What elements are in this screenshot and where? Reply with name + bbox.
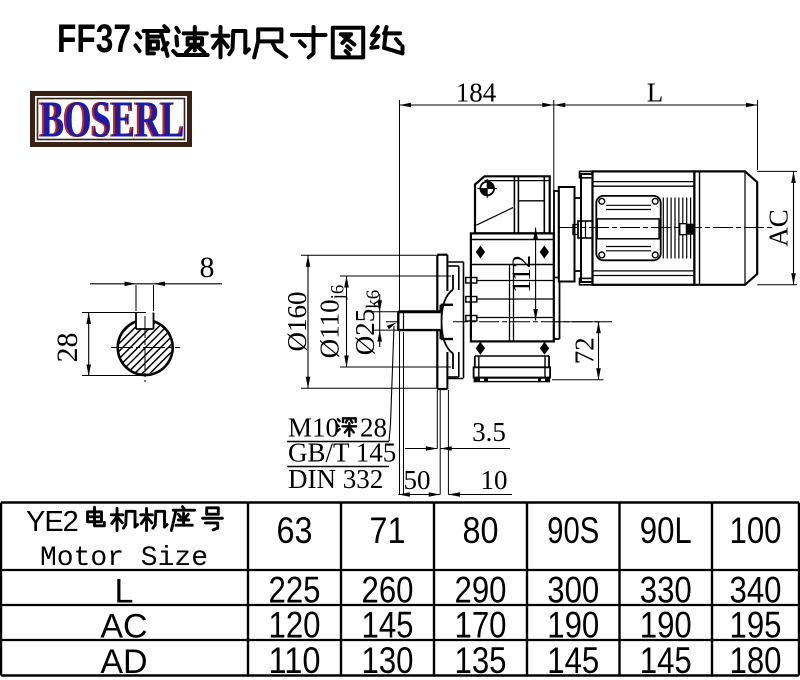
svg-text:50: 50 [404, 465, 431, 495]
svg-text:3.5: 3.5 [472, 417, 506, 447]
svg-text:YE2: YE2 [26, 506, 78, 538]
svg-text:72: 72 [570, 337, 600, 364]
svg-text:225: 225 [269, 570, 321, 611]
svg-text:M10: M10 [288, 413, 339, 443]
svg-text:330: 330 [640, 570, 692, 611]
svg-text:10: 10 [481, 465, 508, 495]
svg-text:DIN 332: DIN 332 [288, 464, 383, 494]
svg-text:260: 260 [362, 570, 414, 611]
svg-text:80: 80 [463, 510, 499, 551]
svg-text:100: 100 [730, 510, 782, 551]
svg-text:112: 112 [507, 255, 536, 293]
svg-text:145: 145 [547, 640, 599, 680]
svg-text:71: 71 [370, 510, 406, 551]
svg-text:120: 120 [269, 605, 321, 646]
svg-text:195: 195 [730, 605, 782, 646]
svg-text:AC: AC [100, 608, 147, 646]
svg-text:180: 180 [730, 640, 782, 680]
svg-text:GB/T 145: GB/T 145 [288, 438, 396, 468]
svg-text:145: 145 [640, 640, 692, 680]
svg-text:190: 190 [547, 605, 599, 646]
svg-text:BOSERL: BOSERL [39, 92, 183, 149]
svg-text:110: 110 [269, 640, 321, 680]
svg-text:FF37: FF37 [57, 17, 131, 61]
svg-text:L: L [115, 573, 134, 611]
svg-text:Ø160: Ø160 [282, 292, 312, 352]
svg-text:28: 28 [360, 413, 387, 443]
svg-text:90S: 90S [547, 510, 599, 551]
svg-text:L: L [647, 78, 664, 108]
svg-text:340: 340 [730, 570, 782, 611]
svg-text:190: 190 [640, 605, 692, 646]
svg-text:8: 8 [200, 251, 215, 284]
svg-text:90L: 90L [640, 510, 692, 551]
svg-text:135: 135 [455, 640, 507, 680]
svg-text:28: 28 [51, 333, 84, 363]
svg-text:Motor Size: Motor Size [40, 543, 208, 574]
svg-text:170: 170 [455, 605, 507, 646]
svg-text:AD: AD [100, 643, 147, 680]
svg-text:130: 130 [362, 640, 414, 680]
svg-text:63: 63 [277, 510, 313, 551]
svg-text:290: 290 [455, 570, 507, 611]
svg-text:BOSERL: BOSERL [41, 92, 185, 149]
svg-text:184: 184 [456, 78, 497, 108]
svg-text:300: 300 [547, 570, 599, 611]
svg-text:145: 145 [362, 605, 414, 646]
svg-text:AC: AC [764, 209, 794, 247]
